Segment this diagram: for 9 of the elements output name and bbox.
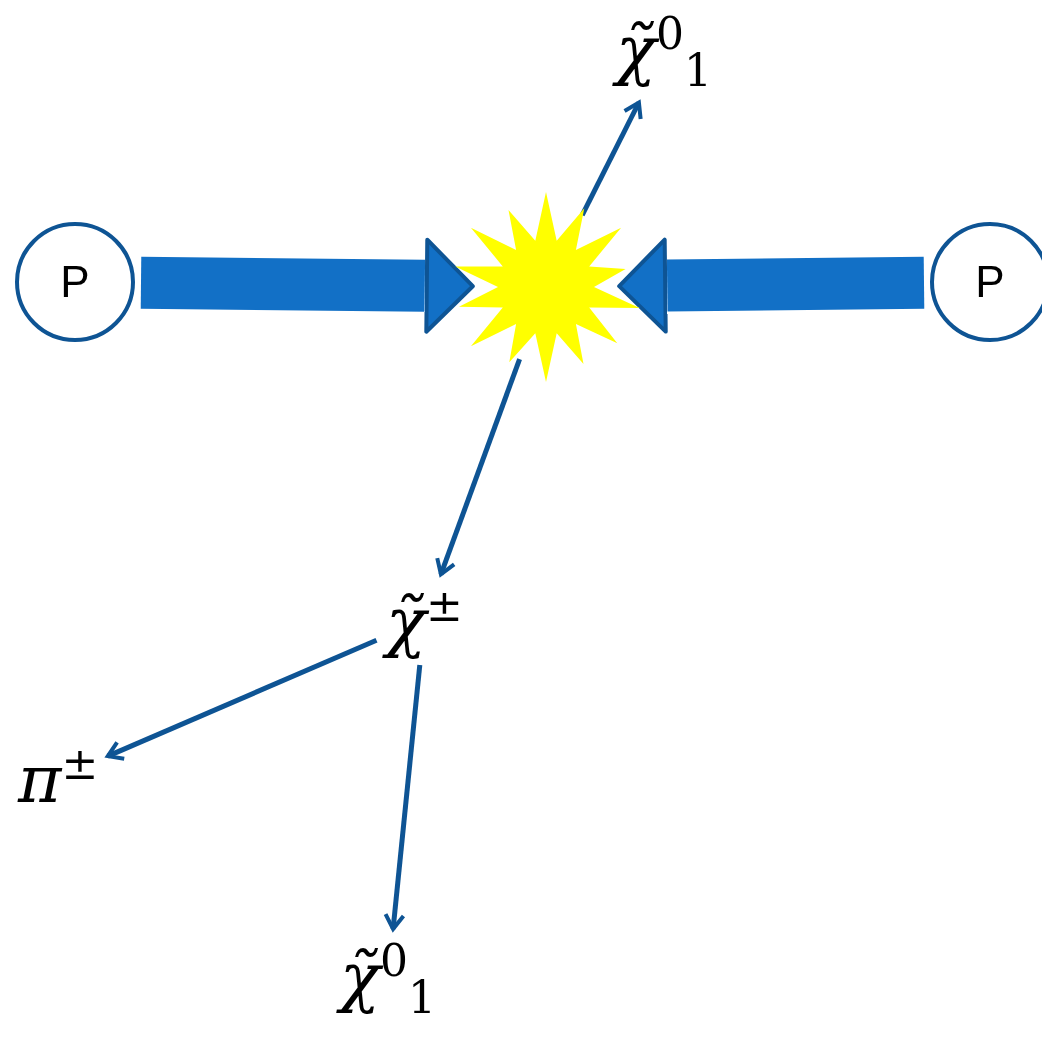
arrow xyxy=(383,664,423,931)
arrow xyxy=(435,358,522,577)
beam-arrow xyxy=(140,237,475,334)
arrow xyxy=(579,100,643,217)
particle-symbol: π$^{±}$ xyxy=(14,738,103,817)
particle-label: P xyxy=(60,257,90,307)
particle-symbol: χ̃$^{±}$ xyxy=(382,580,467,659)
particle-label: P xyxy=(975,257,1005,307)
arrow xyxy=(105,637,378,761)
